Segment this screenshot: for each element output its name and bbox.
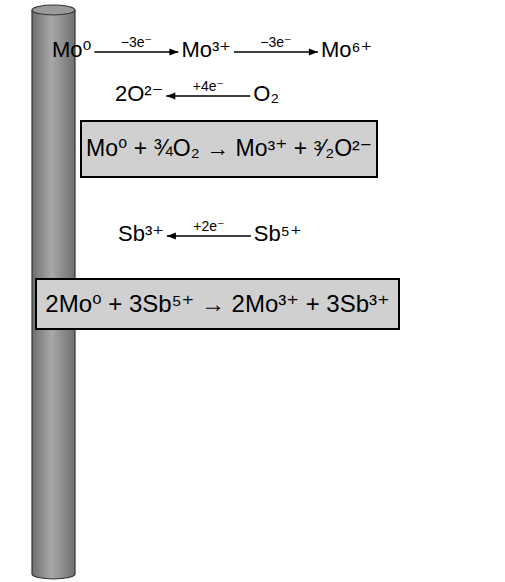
equation-text: Mo⁰ + ¾O₂ → Mo³⁺ + ³⁄₂O²⁻ — [86, 136, 372, 161]
electron-label: −3e⁻ — [121, 35, 152, 50]
reaction-arrow — [166, 95, 250, 96]
species-label: Mo³⁺ — [181, 38, 231, 62]
arrow-head — [169, 49, 178, 56]
equation-box: Mo⁰ + ¾O₂ → Mo³⁺ + ³⁄₂O²⁻ — [80, 120, 378, 178]
species-label: Sb⁵⁺ — [254, 222, 302, 246]
species-label: O₂ — [253, 82, 279, 106]
reaction-arrow — [234, 51, 318, 52]
equation-box: 2Mo⁰ + 3Sb⁵⁺ → 2Mo³⁺ + 3Sb³⁺ — [35, 278, 400, 330]
electron-label: +2e⁻ — [193, 219, 224, 234]
reaction-arrow — [167, 235, 251, 236]
reaction-arrow — [94, 51, 178, 52]
arrow-head — [167, 233, 176, 240]
arrow-head — [309, 49, 318, 56]
arrow-head — [166, 93, 175, 100]
electron-label: +4e⁻ — [193, 79, 224, 94]
equation-text: 2Mo⁰ + 3Sb⁵⁺ → 2Mo³⁺ + 3Sb³⁺ — [45, 291, 389, 317]
species-label: Mo⁰ — [52, 38, 91, 62]
electron-label: −3e⁻ — [260, 35, 291, 50]
species-label: Sb³⁺ — [118, 222, 164, 246]
species-label: 2O²⁻ — [115, 82, 163, 106]
species-label: Mo⁶⁺ — [321, 38, 372, 62]
